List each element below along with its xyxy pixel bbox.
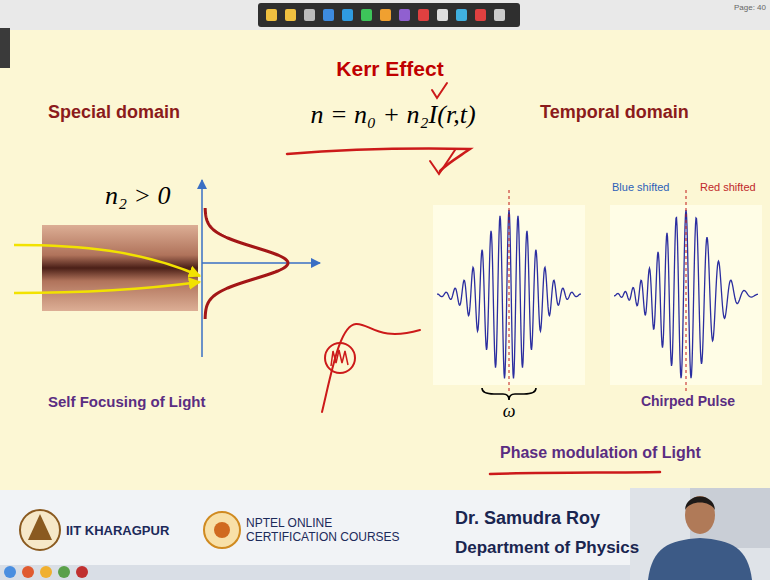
department-name: Department of Physics bbox=[455, 538, 639, 558]
light-ray bbox=[14, 245, 200, 276]
lecturer-name: Dr. Samudra Roy bbox=[455, 508, 600, 530]
presenter-body bbox=[648, 538, 752, 580]
nptel-logo-mark bbox=[214, 522, 230, 538]
section-heading: Temporal domain bbox=[540, 102, 689, 124]
figure-caption: Chirped Pulse bbox=[641, 393, 735, 410]
figure-caption: Phase modulation of Light bbox=[500, 443, 701, 462]
page-number: Page: 40 bbox=[734, 3, 766, 13]
shift-label: Red shifted bbox=[700, 181, 756, 194]
presenter-hair bbox=[685, 497, 715, 511]
intensity-profile bbox=[205, 208, 288, 319]
section-heading: Special domain bbox=[48, 102, 180, 124]
pulse-center-line bbox=[686, 190, 687, 392]
taskbar-icon bbox=[22, 566, 34, 578]
taskbar-icon bbox=[4, 566, 16, 578]
bracket bbox=[482, 388, 536, 400]
axis-horizontal bbox=[202, 262, 320, 264]
kerr-medium bbox=[42, 225, 198, 311]
toolbar-icon bbox=[494, 9, 505, 21]
taskbar-icon bbox=[76, 566, 88, 578]
nptel-logo bbox=[204, 512, 240, 548]
left-strip bbox=[0, 28, 10, 68]
hand-curve bbox=[322, 324, 420, 412]
presenter-head bbox=[685, 496, 715, 534]
toolbar-icon bbox=[361, 9, 372, 21]
toolbar-icon bbox=[475, 9, 486, 21]
toolbar-icon bbox=[418, 9, 429, 21]
institute-name: IIT KHARAGPUR bbox=[66, 523, 169, 539]
top-band bbox=[0, 0, 770, 30]
taskbar-icon bbox=[58, 566, 70, 578]
taskbar-icon bbox=[40, 566, 52, 578]
hand-circle bbox=[325, 343, 355, 373]
toolbar-icon bbox=[456, 9, 467, 21]
slide-ground bbox=[0, 30, 770, 490]
toolbar-icon bbox=[342, 9, 353, 21]
pulse-center-line bbox=[509, 190, 510, 392]
hand-check bbox=[432, 83, 447, 98]
toolbar-icon bbox=[380, 9, 391, 21]
hand-underline bbox=[490, 472, 660, 474]
light-ray bbox=[14, 282, 200, 293]
shift-label: Blue shifted bbox=[612, 181, 669, 194]
index-condition: n₂ > 0 bbox=[105, 180, 171, 211]
hand-check bbox=[430, 150, 455, 174]
toolbar-icon bbox=[437, 9, 448, 21]
toolbar-icon bbox=[285, 9, 296, 21]
kerr-equation: n = n₀ + n₂I(r,t) bbox=[310, 99, 475, 130]
figure-caption: Self Focusing of Light bbox=[48, 393, 206, 411]
toolbar bbox=[258, 3, 520, 27]
hand-scribble bbox=[331, 350, 348, 366]
slide-title: Kerr Effect bbox=[336, 56, 443, 81]
toolbar-icon bbox=[304, 9, 315, 21]
axis-vertical bbox=[201, 180, 203, 357]
iit-logo-mark bbox=[28, 514, 52, 540]
presenter-video bbox=[630, 488, 770, 580]
course-name: NPTEL ONLINE CERTIFICATION COURSES bbox=[246, 516, 421, 545]
toolbar-icon bbox=[266, 9, 277, 21]
toolbar-icon bbox=[323, 9, 334, 21]
toolbar-icon bbox=[399, 9, 410, 21]
frequency-symbol: ω bbox=[503, 401, 516, 423]
iit-logo bbox=[20, 510, 60, 550]
